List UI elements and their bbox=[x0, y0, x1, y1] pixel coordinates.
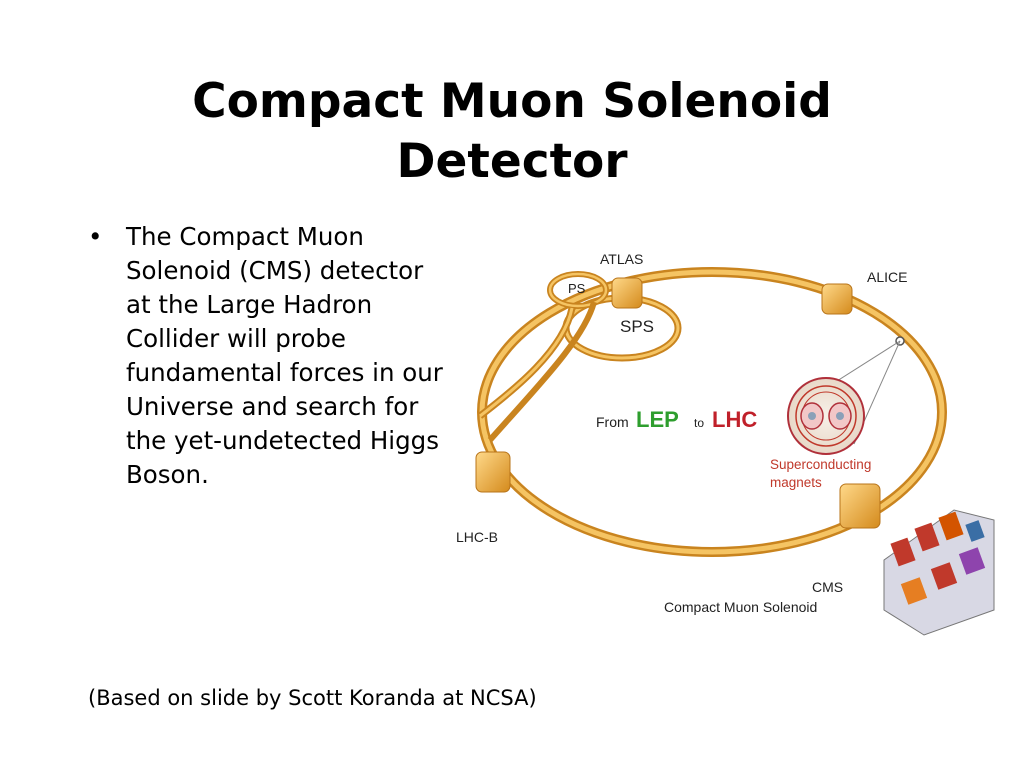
bullet-list: • The Compact Muon Solenoid (CMS) detect… bbox=[88, 220, 448, 492]
lhcb-label: LHC-B bbox=[456, 529, 498, 545]
bullet-dot-icon: • bbox=[88, 222, 103, 251]
transfer-line-2 bbox=[487, 301, 597, 442]
atlas-block bbox=[611, 277, 643, 309]
alice-label: ALICE bbox=[867, 269, 907, 285]
magnet-crosssection bbox=[787, 377, 865, 455]
bullet-text: The Compact Muon Solenoid (CMS) detector… bbox=[126, 222, 443, 489]
title-line-2: Detector bbox=[396, 134, 628, 189]
footer-credit: (Based on slide by Scott Koranda at NCSA… bbox=[88, 686, 537, 710]
lhc-diagram: ATLAS PS SPS ALICE LHC-B CMS Compact Muo… bbox=[454, 240, 1000, 640]
cms-label: CMS bbox=[812, 579, 843, 595]
cms-block bbox=[839, 483, 881, 529]
cms-detector-illustration bbox=[883, 509, 995, 636]
ps-label: PS bbox=[568, 281, 586, 296]
alice-block bbox=[821, 283, 853, 315]
magnets-label-line2: magnets bbox=[770, 475, 822, 490]
bullet-item: • The Compact Muon Solenoid (CMS) detect… bbox=[88, 220, 448, 492]
from-label: From bbox=[596, 414, 629, 430]
ps-ring-highlight bbox=[548, 272, 608, 308]
cms-full-label: Compact Muon Solenoid bbox=[664, 599, 817, 615]
lhc-diagram-svg: ATLAS PS SPS ALICE LHC-B CMS Compact Muo… bbox=[456, 251, 995, 636]
transfer-line-highlight bbox=[479, 307, 574, 418]
lhc-label: LHC bbox=[712, 407, 757, 432]
atlas-label: ATLAS bbox=[600, 251, 643, 267]
to-label: to bbox=[694, 416, 704, 430]
magnets-label-line1: Superconducting bbox=[770, 457, 871, 472]
sps-label: SPS bbox=[620, 317, 654, 336]
title-line-1: Compact Muon Solenoid bbox=[192, 74, 832, 129]
slide-title: Compact Muon Solenoid Detector bbox=[0, 72, 1024, 192]
lhcb-block bbox=[475, 451, 511, 493]
lep-label: LEP bbox=[636, 407, 679, 432]
